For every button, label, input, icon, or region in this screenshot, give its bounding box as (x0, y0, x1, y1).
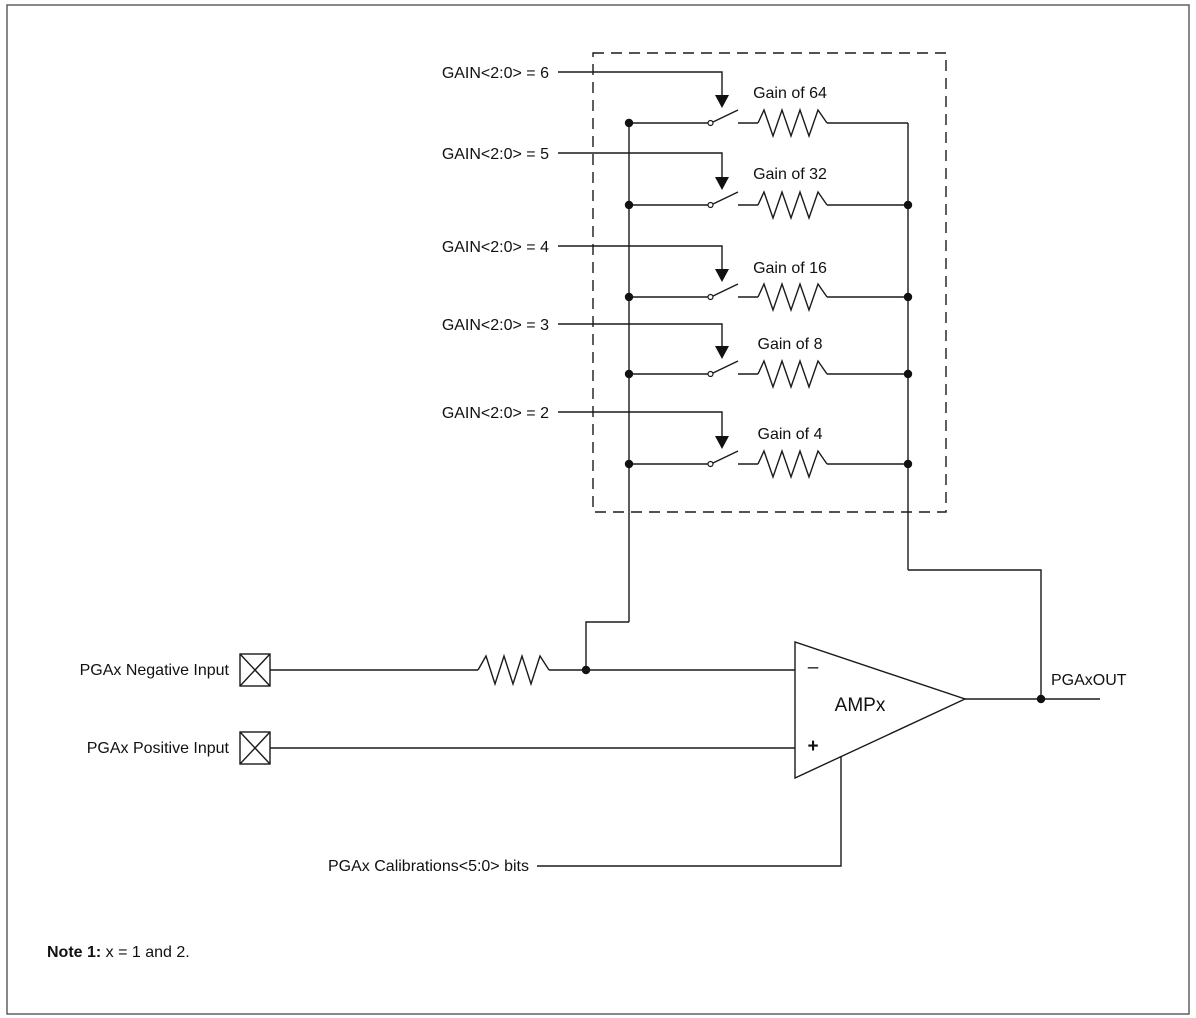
control-arrow (715, 95, 729, 108)
switch-pivot (707, 201, 714, 209)
output-label: PGAxOUT (1051, 672, 1127, 689)
gain-control-label: GAIN<2:0> = 2 (442, 405, 549, 422)
positive-input-pin (239, 731, 271, 765)
gain-resistor (757, 358, 828, 390)
footnote-text: x = 1 and 2. (101, 944, 190, 961)
gain-value-label: Gain of 64 (753, 85, 827, 102)
gain-resistor (757, 189, 828, 221)
gain-value-label: Gain of 8 (758, 336, 823, 353)
switch-pivot (707, 119, 714, 127)
gain-value-label: Gain of 16 (753, 260, 827, 277)
gain-resistor (757, 107, 828, 139)
right-junction-dot (903, 200, 913, 210)
inverting-node-wire (585, 621, 629, 670)
gain-control-wire (558, 323, 723, 346)
control-arrow (715, 436, 729, 449)
gain-row: GAIN<2:0> = 2 Gain of 4 (442, 405, 913, 480)
gain-control-wire (558, 245, 723, 269)
negative-input-label: PGAx Negative Input (80, 662, 230, 679)
left-junction-dot (624, 200, 634, 210)
output-node-dot (1036, 694, 1046, 704)
gain-value-label: Gain of 32 (753, 166, 827, 183)
right-junction-dot (903, 369, 913, 379)
left-junction-dot (624, 459, 634, 469)
control-arrow (715, 346, 729, 359)
switch-blade (712, 360, 739, 374)
gain-control-wire (558, 411, 723, 436)
calibration-wire (537, 756, 842, 867)
amplifier-plus-sign: + (807, 736, 818, 757)
negative-input-pin (239, 653, 271, 687)
gain-resistor (757, 448, 828, 480)
left-junction-dot (624, 369, 634, 379)
amplifier-triangle (794, 641, 967, 780)
left-junction-dot (624, 292, 634, 302)
footnote: Note 1: x = 1 and 2. (47, 944, 190, 961)
gain-control-wire (558, 71, 723, 95)
right-junction-dot (903, 292, 913, 302)
gain-row: GAIN<2:0> = 3 Gain of 8 (442, 317, 913, 390)
control-arrow (715, 177, 729, 190)
switch-blade (712, 283, 739, 297)
gain-selection-box (592, 52, 947, 513)
gain-row: GAIN<2:0> = 4 Gain of 16 (442, 239, 913, 313)
gain-value-label: Gain of 4 (758, 426, 823, 443)
gain-control-label: GAIN<2:0> = 4 (442, 239, 549, 256)
input-resistor (477, 653, 550, 687)
right-junction-dot (903, 459, 913, 469)
positive-input-label: PGAx Positive Input (87, 740, 230, 757)
control-arrow (715, 269, 729, 282)
gain-rows: GAIN<2:0> = 6 Gain of 64 GAIN<2:0> = 5 Gain… (442, 65, 913, 480)
switch-pivot (707, 370, 714, 378)
footnote-prefix: Note 1: (47, 944, 101, 961)
calibration-label: PGAx Calibrations<5:0> bits (328, 858, 529, 875)
switch-blade (712, 191, 739, 205)
switch-pivot (707, 293, 714, 301)
switch-blade (712, 450, 739, 464)
gain-row: GAIN<2:0> = 5 Gain of 32 (442, 146, 913, 221)
switch-blade (712, 109, 739, 123)
gain-row: GAIN<2:0> = 6 Gain of 64 (442, 65, 908, 139)
gain-control-label: GAIN<2:0> = 3 (442, 317, 549, 334)
figure-frame (6, 4, 1190, 1015)
gain-resistor (757, 281, 828, 313)
feedback-wire (908, 569, 1042, 699)
left-junction-dot (624, 118, 634, 128)
switch-pivot (707, 460, 714, 468)
amplifier-minus-sign: – (808, 657, 819, 678)
amplifier-label: AMPx (835, 695, 886, 716)
gain-control-label: GAIN<2:0> = 5 (442, 146, 549, 163)
gain-control-wire (558, 152, 723, 177)
gain-control-label: GAIN<2:0> = 6 (442, 65, 549, 82)
